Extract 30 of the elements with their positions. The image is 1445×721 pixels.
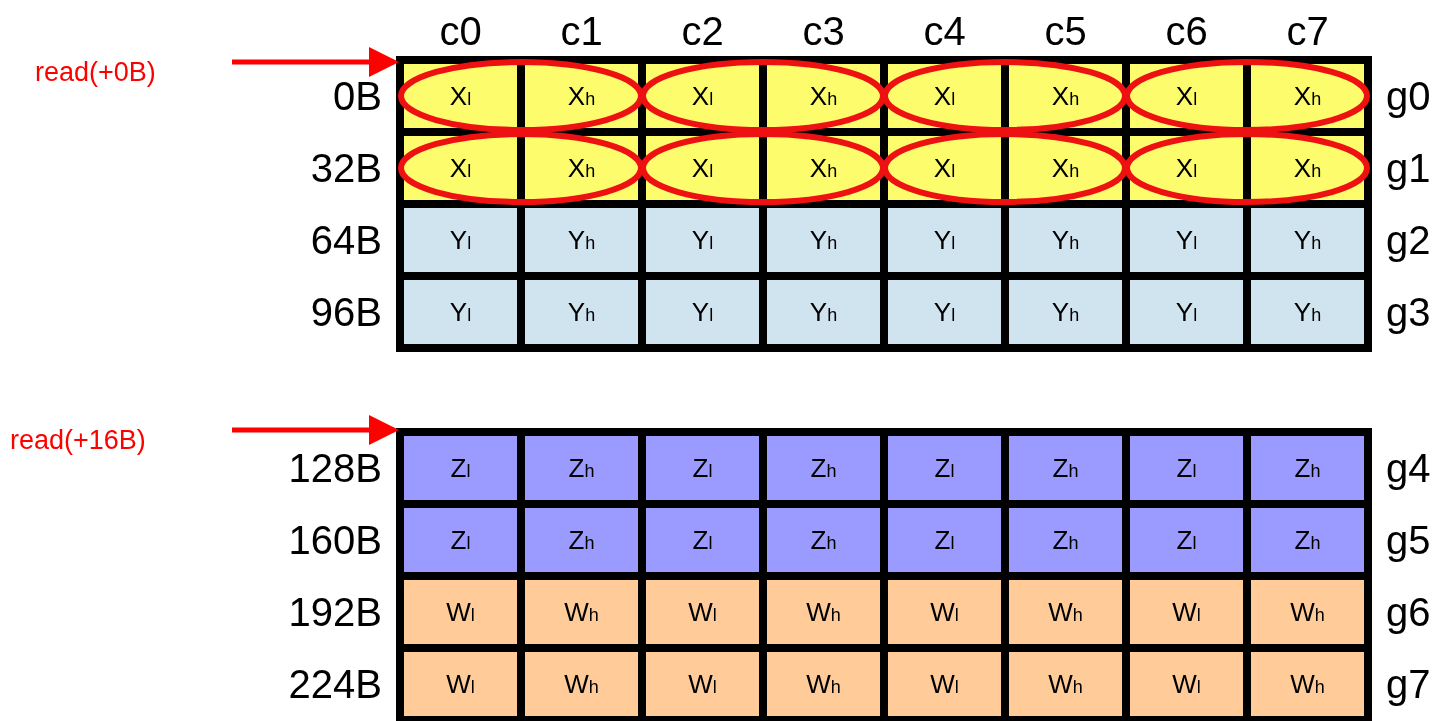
arrow [232, 47, 399, 77]
group-label: g6 [1386, 589, 1431, 635]
memory-block [396, 56, 1372, 352]
byte-offset-label: 160B [288, 517, 382, 563]
byte-offset-label: 192B [288, 589, 382, 635]
column-header: c5 [1043, 8, 1088, 54]
group-label: g5 [1386, 517, 1431, 563]
column-header: c6 [1164, 8, 1209, 54]
group-label: g7 [1386, 661, 1431, 707]
arrow [232, 415, 399, 445]
byte-offset-label: 64B [310, 217, 382, 263]
column-header: c4 [922, 8, 967, 54]
column-header: c0 [438, 8, 483, 54]
group-label: g0 [1386, 73, 1431, 119]
read-label: read(+0B) [35, 56, 156, 88]
byte-offset-label: 32B [310, 145, 382, 191]
column-header: c3 [801, 8, 846, 54]
column-header: c7 [1285, 8, 1330, 54]
group-label: g1 [1386, 145, 1431, 191]
group-label: g3 [1386, 289, 1431, 335]
read-label: read(+16B) [10, 424, 146, 456]
column-header: c2 [680, 8, 725, 54]
byte-offset-label: 128B [288, 445, 382, 491]
group-label: g4 [1386, 445, 1431, 491]
column-header: c1 [559, 8, 604, 54]
byte-offset-label: 0B [333, 73, 382, 119]
byte-offset-label: 224B [288, 661, 382, 707]
memory-block [396, 428, 1372, 721]
group-label: g2 [1386, 217, 1431, 263]
byte-offset-label: 96B [310, 289, 382, 335]
